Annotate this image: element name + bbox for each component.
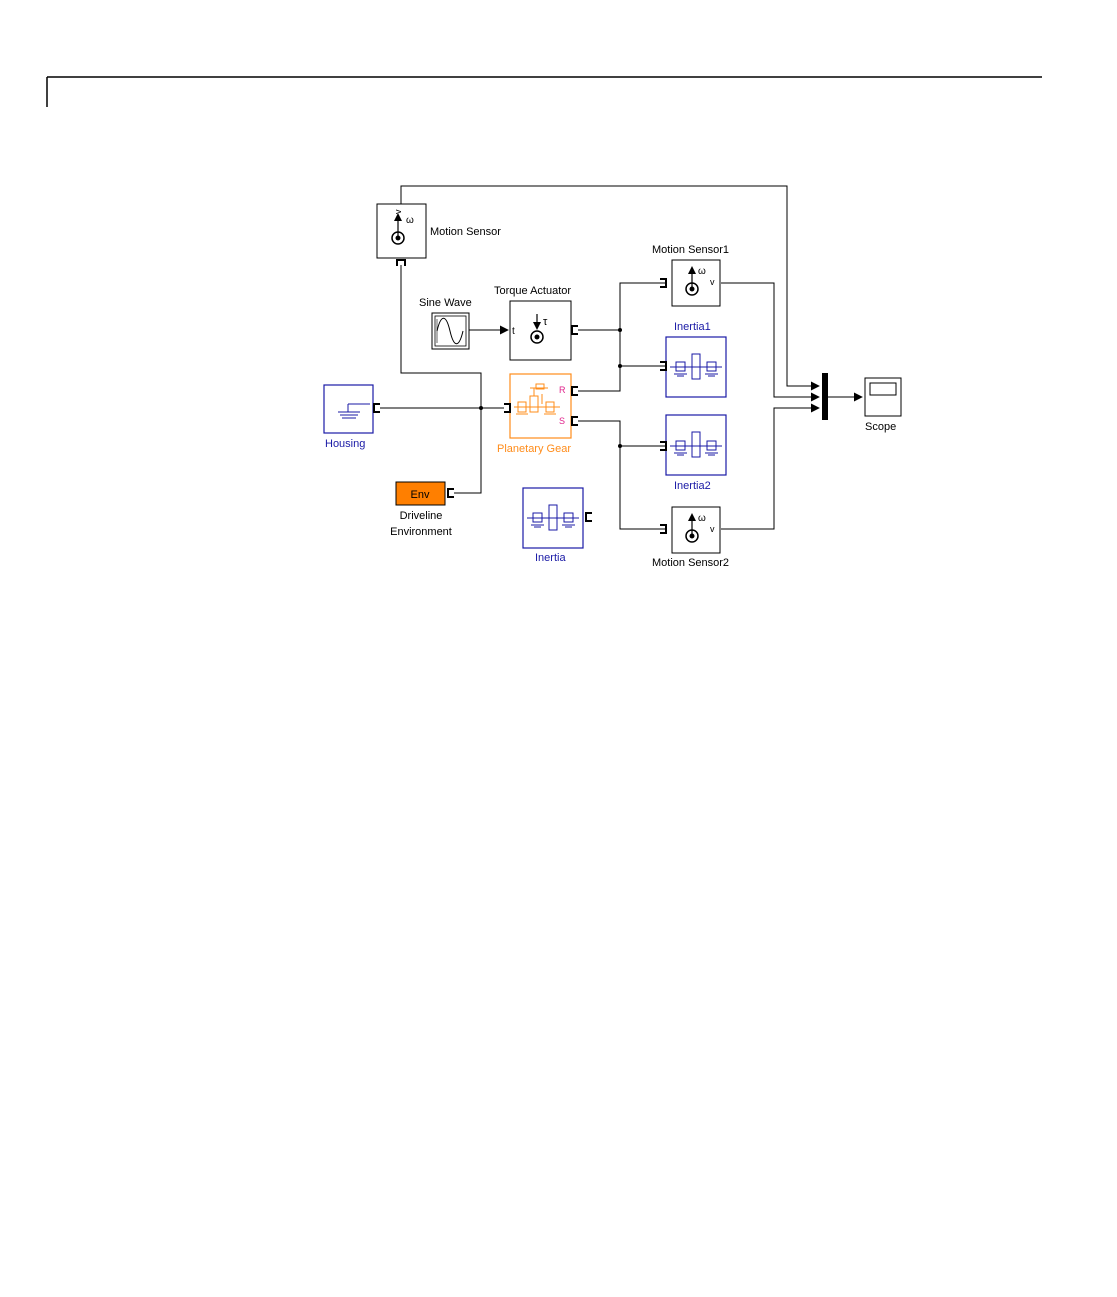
line-env-to-gear[interactable] [454, 408, 481, 493]
line-motion-sensor2-to-mux[interactable] [721, 408, 819, 529]
motion-sensor1-omega: ω [698, 266, 706, 277]
inertia-port[interactable] [586, 513, 592, 521]
motion-sensor-block[interactable]: ω v [377, 204, 426, 266]
torque-actuator-port[interactable] [572, 326, 578, 334]
torque-actuator-block[interactable]: t τ [510, 301, 578, 360]
torque-actuator-t-port: t [512, 326, 515, 337]
motion-sensor2-v-port: v [710, 524, 715, 534]
housing-port[interactable] [374, 404, 380, 412]
torque-tau-symbol: τ [543, 316, 548, 328]
inertia1-label: Inertia1 [674, 321, 711, 333]
motion-sensor1-v-port: v [710, 277, 715, 287]
driveline-env-label-line1: Driveline [400, 510, 443, 522]
motion-sensor-omega: ω [406, 215, 414, 226]
line-motion-sensor1-to-mux[interactable] [721, 283, 819, 397]
sine-wave-label: Sine Wave [419, 297, 472, 309]
inertia2-block[interactable] [660, 415, 726, 475]
planetary-gear-port-c[interactable] [504, 404, 510, 412]
motion-sensor2-block[interactable]: ω v [660, 507, 720, 553]
motion-sensor1-block[interactable]: ω v [660, 260, 720, 306]
planetary-gear-r-port: R [559, 385, 566, 395]
driveline-env-label-line2: Environment [390, 526, 452, 538]
line-junction-to-motion-sensor2[interactable] [620, 446, 666, 529]
torque-actuator-label: Torque Actuator [494, 285, 571, 297]
line-motion-sensor-to-mux[interactable] [401, 186, 819, 386]
driveline-environment-block[interactable]: Env [396, 482, 454, 505]
inertia1-block[interactable] [660, 337, 726, 397]
mux-block[interactable] [822, 373, 828, 420]
inertia-label: Inertia [535, 552, 566, 564]
scope-label: Scope [865, 421, 896, 433]
housing-block[interactable] [324, 385, 380, 433]
motion-sensor-v-port: v [393, 209, 403, 214]
planetary-gear-port-r[interactable] [572, 387, 578, 395]
motion-sensor-label: Motion Sensor [430, 226, 501, 238]
housing-label: Housing [325, 438, 365, 450]
env-block-text: Env [411, 489, 430, 501]
inertia2-label: Inertia2 [674, 480, 711, 492]
motion-sensor2-label: Motion Sensor2 [652, 557, 729, 569]
scope-screen-icon [870, 383, 896, 395]
planetary-gear-label: Planetary Gear [497, 443, 571, 455]
driveline-env-port[interactable] [448, 489, 454, 497]
scope-block[interactable] [865, 378, 901, 416]
planetary-gear-port-s[interactable] [572, 417, 578, 425]
page-header-rule [47, 77, 1042, 107]
inertia-block[interactable] [523, 488, 592, 548]
sine-wave-block[interactable] [432, 313, 469, 349]
motion-sensor1-label: Motion Sensor1 [652, 244, 729, 256]
motion-sensor2-omega: ω [698, 513, 706, 524]
line-junction-to-motion-sensor1[interactable] [620, 283, 666, 366]
line-gear-s-to-junction[interactable] [578, 421, 620, 446]
planetary-gear-block[interactable]: R S [504, 374, 578, 438]
line-gear-r-to-junction[interactable] [578, 366, 620, 391]
planetary-gear-s-port: S [559, 416, 565, 426]
